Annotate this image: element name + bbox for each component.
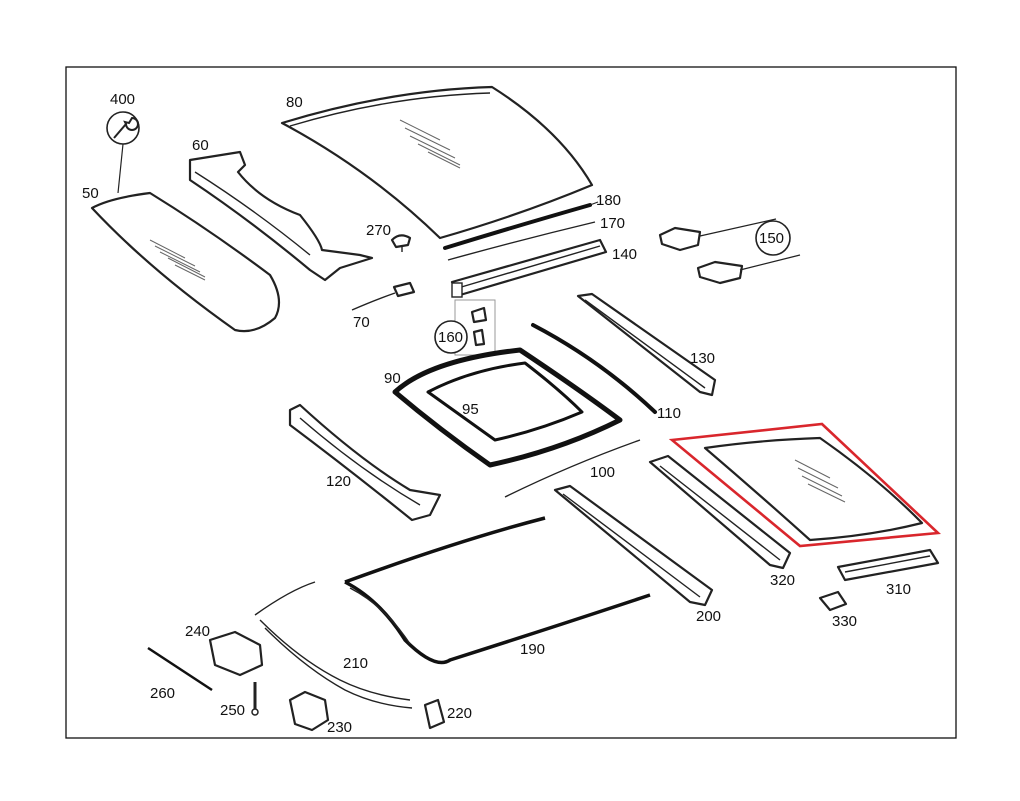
label-130: 130 (690, 350, 715, 367)
label-320: 320 (770, 572, 795, 589)
label-50: 50 (82, 185, 99, 202)
seal-strip-180 (443, 203, 592, 250)
label-120: 120 (326, 473, 351, 490)
bolt-250 (251, 682, 259, 716)
screw-270 (390, 234, 412, 252)
seal-strip-170 (447, 221, 596, 261)
label-210: 210 (343, 655, 368, 672)
label-150: 150 (759, 230, 784, 247)
label-180: 180 (596, 192, 621, 209)
label-190: 190 (520, 641, 545, 658)
sunshade-frame-190 (344, 516, 651, 665)
drive-cable-210 (254, 581, 413, 709)
bracket-pair-150 (658, 218, 801, 285)
label-260: 260 (150, 685, 175, 702)
side-rail-120 (288, 403, 442, 522)
label-90: 90 (384, 370, 401, 387)
label-160: 160 (438, 329, 463, 346)
front-rail (450, 238, 608, 298)
clip-330 (818, 590, 848, 612)
label-330: 330 (832, 613, 857, 630)
motor-240 (208, 630, 264, 677)
label-230: 230 (327, 719, 352, 736)
wrench-icon (106, 111, 140, 194)
motor-230 (288, 690, 330, 732)
clip-set-160 (434, 299, 496, 356)
rod-260 (147, 646, 213, 692)
side-rail-130 (576, 292, 717, 397)
rear-side-rail-320 (648, 454, 792, 570)
clip-220 (423, 698, 446, 730)
frame-seal-90 (392, 347, 623, 468)
rear-crossbar-200 (553, 484, 714, 607)
label-95: 95 (462, 401, 479, 418)
seal-strip-110 (531, 323, 657, 414)
label-60: 60 (192, 137, 209, 154)
label-240: 240 (185, 623, 210, 640)
part-labels: 400 50 60 80 180 170 140 270 150 70 160 … (82, 91, 911, 736)
label-100: 100 (590, 464, 615, 481)
front-glass-panel (280, 85, 594, 240)
label-170: 170 (600, 215, 625, 232)
label-220: 220 (447, 705, 472, 722)
label-310: 310 (886, 581, 911, 598)
seal-strip-100 (504, 439, 641, 498)
drain-hose-70 (351, 281, 416, 311)
label-200: 200 (696, 608, 721, 625)
wind-deflector (188, 150, 374, 282)
rear-rail-310 (836, 548, 940, 582)
label-140: 140 (612, 246, 637, 263)
label-70: 70 (353, 314, 370, 331)
label-110: 110 (657, 405, 681, 422)
label-80: 80 (286, 94, 303, 111)
diagram-frame (65, 66, 957, 739)
highlighted-rear-panel (668, 422, 941, 548)
label-250: 250 (220, 702, 245, 719)
label-270: 270 (366, 222, 391, 239)
label-400: 400 (110, 91, 135, 108)
rear-glass-panel (90, 191, 281, 333)
